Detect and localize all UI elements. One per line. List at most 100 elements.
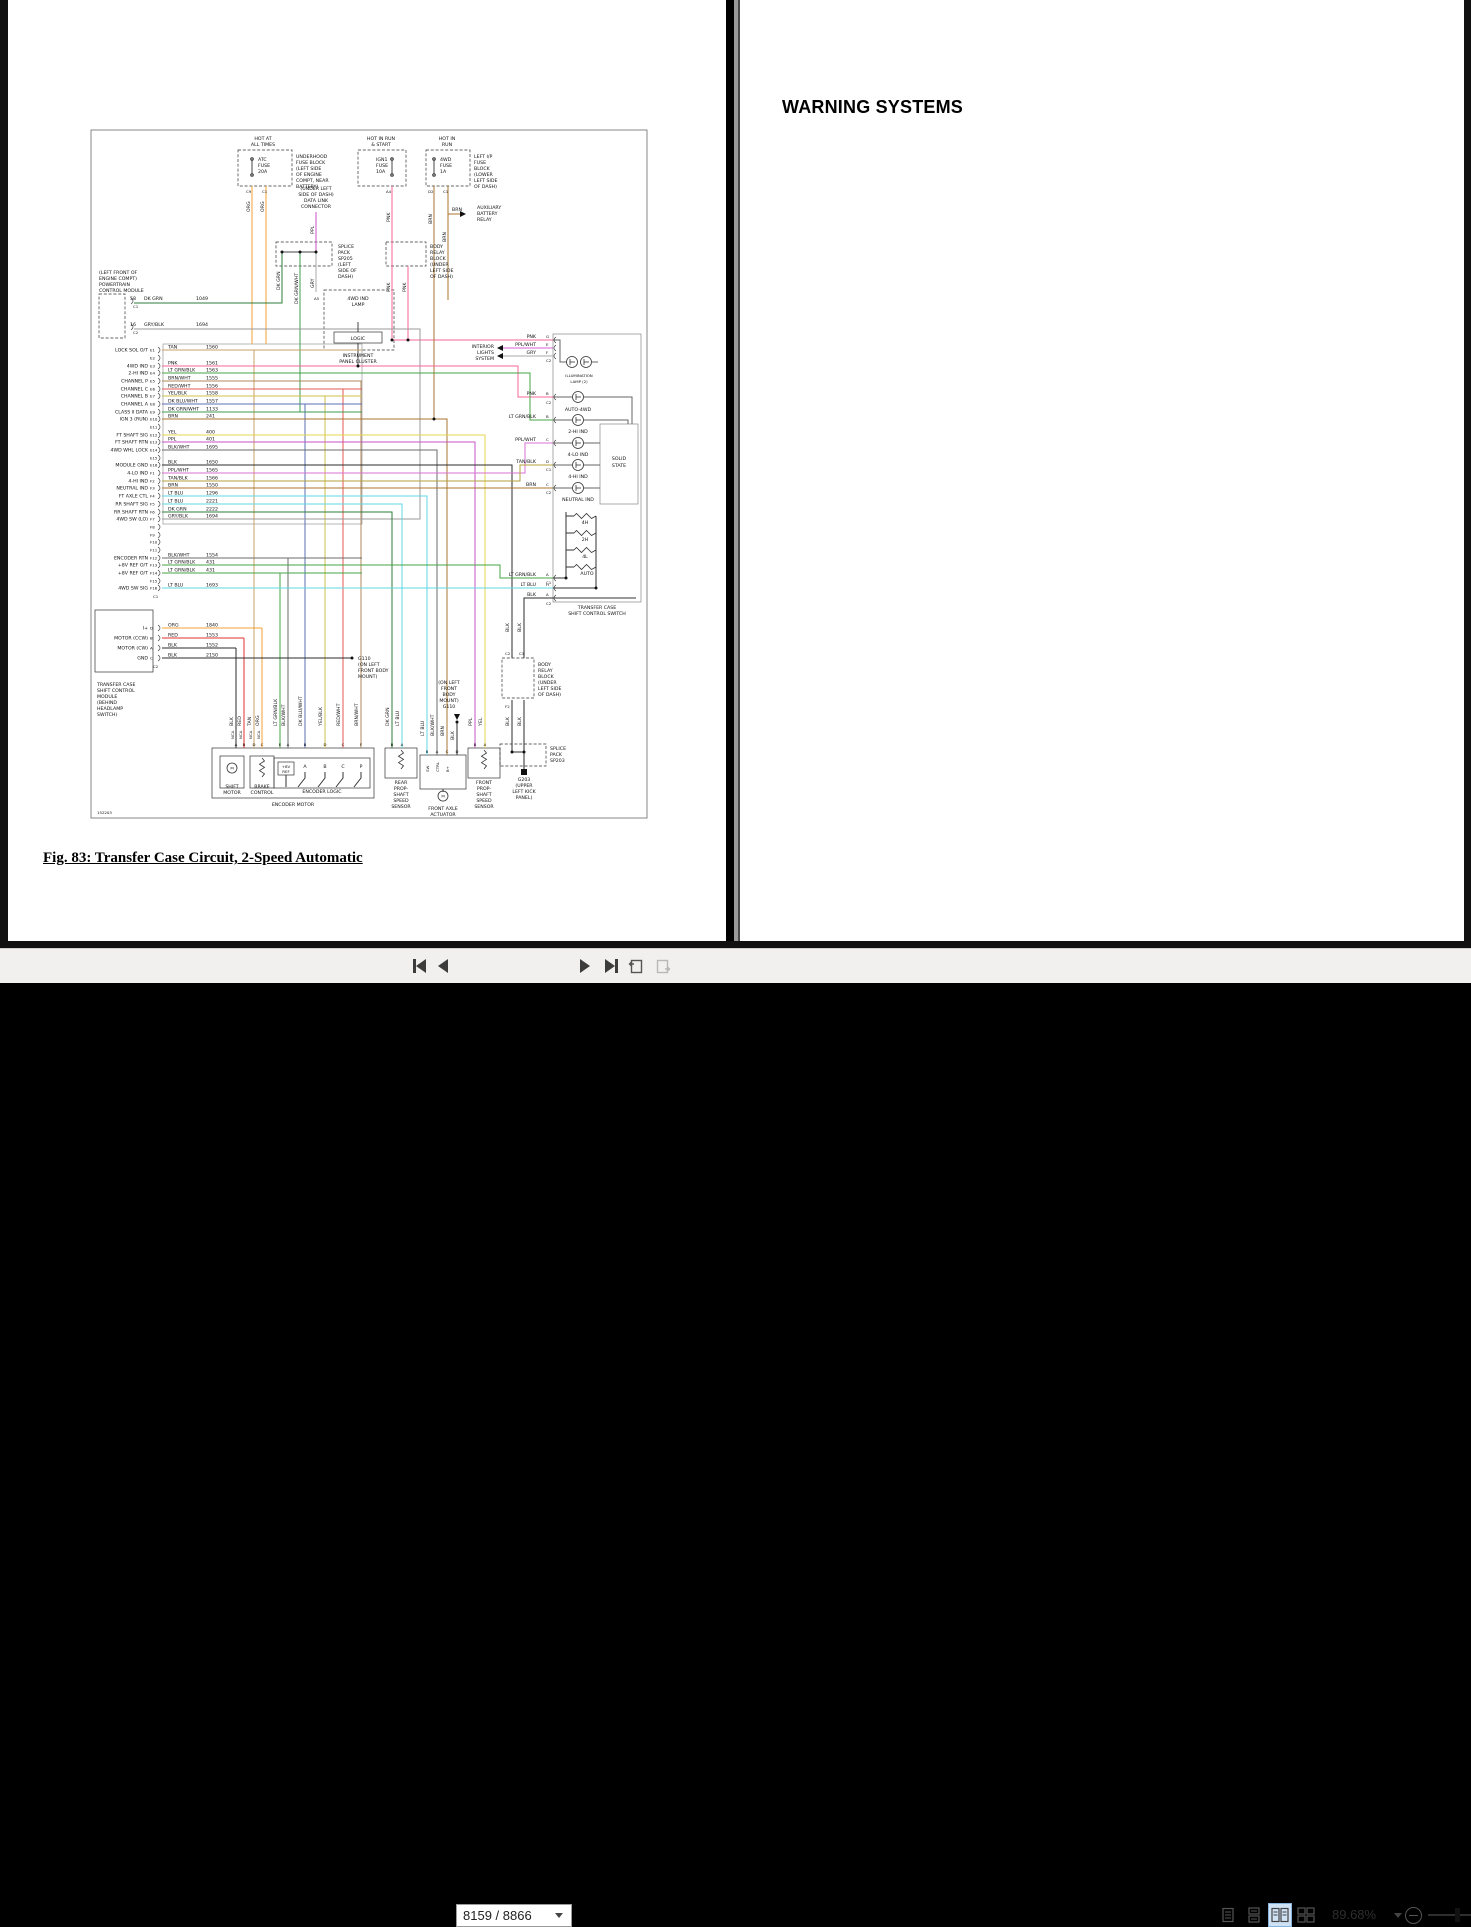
svg-text:E6: E6 bbox=[150, 387, 155, 392]
svg-text:BLK: BLK bbox=[505, 622, 511, 632]
svg-text:A: A bbox=[401, 742, 404, 747]
svg-text:1A: 1A bbox=[440, 169, 447, 175]
svg-text:PPL: PPL bbox=[468, 717, 474, 726]
svg-text:E4: E4 bbox=[150, 371, 155, 376]
svg-text:A: A bbox=[303, 764, 307, 770]
zoom-slider-track[interactable] bbox=[1428, 1914, 1471, 1916]
first-page-arrow-icon bbox=[415, 959, 426, 973]
figure-caption[interactable]: Fig. 83: Transfer Case Circuit, 2-Speed … bbox=[43, 850, 363, 866]
svg-text:1561: 1561 bbox=[206, 361, 218, 367]
svg-text:MOUNT): MOUNT) bbox=[439, 698, 459, 704]
zoom-caret-icon[interactable] bbox=[1394, 1913, 1402, 1918]
svg-text:YEL: YEL bbox=[167, 430, 177, 436]
two-page-continuous-view-button[interactable] bbox=[1294, 1903, 1318, 1927]
diagram-boxes bbox=[90, 129, 648, 819]
svg-text:A5: A5 bbox=[314, 296, 320, 301]
svg-text:GRY/BLK: GRY/BLK bbox=[168, 514, 189, 520]
two-page-view-icon bbox=[1271, 1907, 1289, 1923]
svg-text:MOUNT): MOUNT) bbox=[358, 674, 378, 680]
svg-text:BLOCK: BLOCK bbox=[430, 256, 447, 262]
svg-text:D: D bbox=[253, 742, 256, 747]
svg-text:PANEL): PANEL) bbox=[516, 795, 533, 801]
svg-text:POWERTRAIN: POWERTRAIN bbox=[99, 282, 131, 288]
svg-text:LT GRN/BLK: LT GRN/BLK bbox=[509, 414, 537, 420]
svg-text:BRAKE: BRAKE bbox=[254, 784, 270, 790]
svg-text:(UNDER LEFT: (UNDER LEFT bbox=[300, 186, 331, 192]
svg-text:152203: 152203 bbox=[97, 810, 112, 815]
svg-text:TAN: TAN bbox=[247, 716, 253, 727]
svg-text:LT BLU: LT BLU bbox=[521, 582, 537, 588]
svg-text:1049: 1049 bbox=[196, 296, 208, 302]
svg-text:PNK: PNK bbox=[527, 334, 537, 340]
svg-text:C: C bbox=[342, 742, 345, 747]
svg-text:16: 16 bbox=[130, 322, 136, 328]
svg-text:ALL TIMES: ALL TIMES bbox=[251, 142, 275, 148]
svg-text:PACK: PACK bbox=[550, 752, 563, 758]
svg-text:ORG: ORG bbox=[246, 201, 252, 212]
zoom-out-button[interactable] bbox=[1405, 1907, 1422, 1924]
svg-text:4WD WHL LOCK: 4WD WHL LOCK bbox=[111, 448, 149, 454]
svg-text:1550: 1550 bbox=[206, 483, 218, 489]
svg-text:C2: C2 bbox=[153, 664, 159, 669]
last-page-button[interactable] bbox=[600, 954, 622, 978]
svg-text:LEFT KICK: LEFT KICK bbox=[512, 789, 536, 795]
svg-text:D: D bbox=[456, 749, 459, 754]
continuous-view-button[interactable] bbox=[1242, 1903, 1266, 1927]
svg-text:SW: SW bbox=[425, 766, 430, 772]
svg-text:2-HI IND: 2-HI IND bbox=[128, 371, 148, 377]
svg-text:STATE: STATE bbox=[612, 463, 626, 469]
previous-view-button[interactable] bbox=[626, 954, 646, 978]
svg-text:1563: 1563 bbox=[206, 368, 218, 374]
svg-text:(LOWER: (LOWER bbox=[474, 172, 494, 178]
svg-text:C2: C2 bbox=[546, 358, 552, 363]
svg-text:I+: I+ bbox=[143, 626, 148, 632]
svg-text:SIDE OF DASH): SIDE OF DASH) bbox=[298, 192, 334, 198]
svg-text:FUSE: FUSE bbox=[376, 163, 388, 169]
two-page-view-button[interactable] bbox=[1268, 1903, 1292, 1927]
svg-text:BLK/WHT: BLK/WHT bbox=[281, 704, 287, 726]
svg-text:BLK: BLK bbox=[168, 643, 178, 649]
next-view-button[interactable] bbox=[652, 954, 672, 978]
svg-text:E7: E7 bbox=[150, 394, 155, 399]
previous-page-button[interactable] bbox=[434, 954, 452, 978]
svg-text:HOT AT: HOT AT bbox=[254, 136, 271, 142]
zoom-slider-handle[interactable] bbox=[1455, 1908, 1460, 1922]
svg-text:2H: 2H bbox=[582, 537, 589, 543]
svg-text:LT GRN/BLK: LT GRN/BLK bbox=[168, 560, 196, 566]
page-combo-caret-icon[interactable] bbox=[555, 1913, 563, 1918]
svg-text:241: 241 bbox=[206, 414, 215, 420]
svg-text:PNK: PNK bbox=[527, 391, 537, 397]
svg-text:SHIFT: SHIFT bbox=[225, 784, 238, 790]
svg-text:1565: 1565 bbox=[206, 468, 218, 474]
page-number-input[interactable] bbox=[457, 1907, 553, 1924]
svg-text:E1: E1 bbox=[150, 348, 155, 353]
svg-text:AUXILIARY: AUXILIARY bbox=[477, 205, 501, 211]
svg-text:GND: GND bbox=[137, 656, 148, 662]
svg-text:E: E bbox=[279, 742, 282, 747]
toolbar: 89.68% bbox=[0, 948, 1471, 1927]
svg-text:2-HI IND: 2-HI IND bbox=[568, 429, 588, 435]
svg-text:C: C bbox=[261, 742, 264, 747]
svg-text:ORG: ORG bbox=[168, 623, 179, 629]
next-page-button[interactable] bbox=[576, 954, 594, 978]
svg-text:GRY: GRY bbox=[310, 278, 316, 288]
svg-text:4H: 4H bbox=[582, 520, 589, 526]
svg-text:CHANNEL A: CHANNEL A bbox=[121, 402, 149, 408]
svg-text:CONTROL: CONTROL bbox=[251, 790, 274, 796]
page-separator bbox=[726, 0, 740, 941]
first-page-button[interactable] bbox=[408, 954, 430, 978]
svg-text:RR SHAFT SIG: RR SHAFT SIG bbox=[115, 502, 148, 508]
svg-text:NEUTRAL IND: NEUTRAL IND bbox=[562, 497, 594, 503]
first-page-bar-icon bbox=[412, 959, 416, 973]
single-page-view-button[interactable] bbox=[1216, 1903, 1240, 1927]
svg-text:BRN: BRN bbox=[452, 207, 462, 213]
svg-text:E14: E14 bbox=[150, 448, 158, 453]
svg-text:A: A bbox=[287, 742, 290, 747]
svg-text:IGN1: IGN1 bbox=[376, 157, 388, 163]
svg-text:F12: F12 bbox=[150, 556, 158, 561]
svg-text:431: 431 bbox=[206, 568, 215, 574]
svg-text:BLK: BLK bbox=[450, 730, 456, 740]
svg-text:F1: F1 bbox=[150, 471, 155, 476]
svg-text:1296: 1296 bbox=[206, 491, 218, 497]
zoom-percentage[interactable]: 89.68% bbox=[1332, 1907, 1377, 1922]
